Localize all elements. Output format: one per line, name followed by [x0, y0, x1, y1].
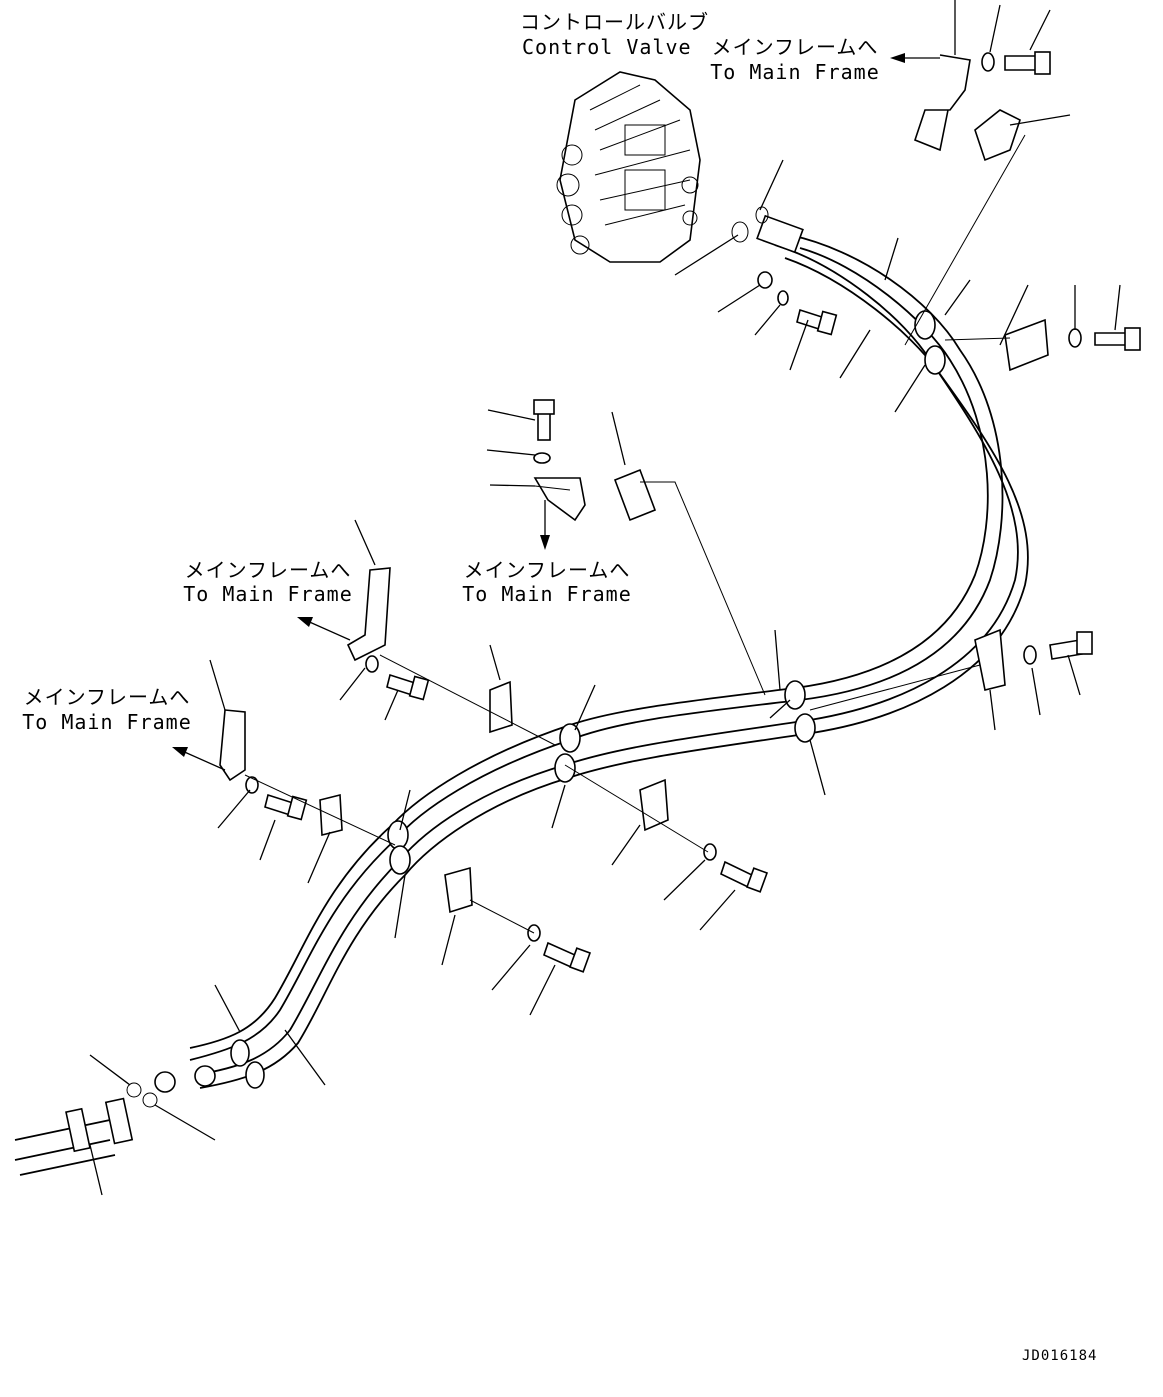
main-frame-label-jp-4: メインフレームへ	[23, 685, 191, 709]
main-frame-label-en-2: To Main Frame	[462, 582, 632, 606]
leader-lines	[89, 0, 1121, 1196]
hose-pair	[189, 234, 1029, 1089]
main-frame-label-en-4: To Main Frame	[22, 710, 192, 734]
hose-end-fittings	[126, 206, 804, 1108]
main-frame-label-en-3: To Main Frame	[183, 582, 353, 606]
main-frame-label-en-1: To Main Frame	[710, 60, 880, 84]
drawing-code: JD016184	[1022, 1348, 1098, 1364]
main-frame-label-jp-1: メインフレームへ	[711, 35, 879, 59]
main-frame-label-jp-2: メインフレームへ	[463, 558, 631, 582]
brackets	[219, 54, 1049, 914]
bolts-and-washers	[245, 51, 1141, 973]
main-frame-label-jp-3: メインフレームへ	[184, 558, 352, 582]
direction-arrows	[172, 53, 940, 771]
control-valve-label-en: Control Valve	[522, 35, 692, 59]
control-valve	[556, 71, 701, 263]
pipe-lower-left	[14, 1097, 134, 1176]
control-valve-label-jp: コントロールバルブ	[520, 10, 709, 34]
